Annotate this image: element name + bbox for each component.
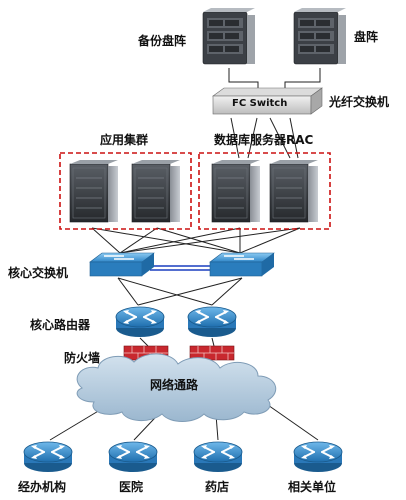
backup-storage-array <box>202 7 256 65</box>
db-cluster-frame <box>198 152 331 230</box>
fc-switch <box>212 87 323 115</box>
db-cluster-label: 数据库服务器RAC <box>214 133 314 147</box>
fc-switch-device-label: FC Switch <box>232 98 288 109</box>
endpoint-label-1: 经办机构 <box>18 480 67 494</box>
fc-switch-caption: 光纤交换机 <box>329 95 390 109</box>
storage-array <box>293 7 347 65</box>
core-switch-label: 核心交换机 <box>8 266 69 280</box>
app-server-2 <box>131 159 181 223</box>
core-router-label: 核心路由器 <box>30 318 91 332</box>
endpoint-router-3 <box>193 441 243 473</box>
core-switch-right <box>209 252 275 277</box>
connection-lines <box>49 68 321 441</box>
link-fc-db1b <box>247 117 258 159</box>
endpoint-label-4: 相关单位 <box>288 480 337 494</box>
endpoint-label-3: 药店 <box>205 480 230 494</box>
db-server-2 <box>269 159 319 223</box>
link-fc-db1 <box>230 117 240 159</box>
storage-array-label: 盘阵 <box>354 30 379 44</box>
link-fc-db2 <box>269 117 291 159</box>
endpoint-label-2: 医院 <box>119 480 144 494</box>
core-router-right <box>187 306 237 338</box>
firewall-label: 防火墙 <box>64 351 101 365</box>
link-backup-fcswitch <box>228 68 259 90</box>
endpoint-router-4 <box>293 441 343 473</box>
backup-storage-label: 备份盘阵 <box>138 34 187 48</box>
app-cluster-label: 应用集群 <box>100 133 149 147</box>
endpoint-router-2 <box>108 441 158 473</box>
link-array-fcswitch <box>284 68 321 90</box>
network-cloud-label: 网络通路 <box>150 378 199 392</box>
endpoint-router-1 <box>23 441 73 473</box>
app-server-1 <box>69 159 119 223</box>
link-fc-db2b <box>289 117 299 159</box>
core-switch-left <box>89 252 155 277</box>
db-server-1 <box>211 159 261 223</box>
core-router-left <box>115 306 165 338</box>
app-cluster-frame <box>59 152 192 230</box>
switch-interlink <box>150 265 212 271</box>
network-cloud <box>76 353 277 422</box>
